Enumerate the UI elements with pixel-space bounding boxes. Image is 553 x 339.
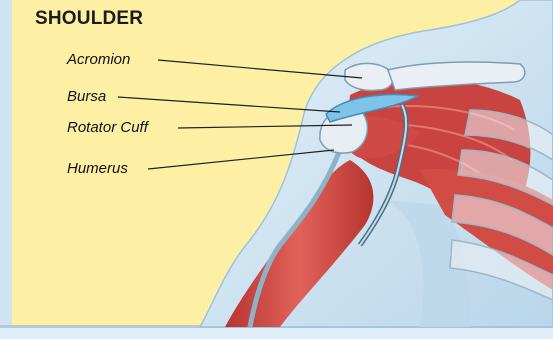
label-bursa: Bursa: [67, 88, 106, 105]
side-stripe: [0, 0, 12, 327]
label-humerus: Humerus: [67, 160, 128, 177]
label-acromion: Acromion: [67, 51, 130, 68]
diagram-title: SHOULDER: [35, 8, 143, 30]
label-rotator-cuff: Rotator Cuff: [67, 119, 148, 136]
